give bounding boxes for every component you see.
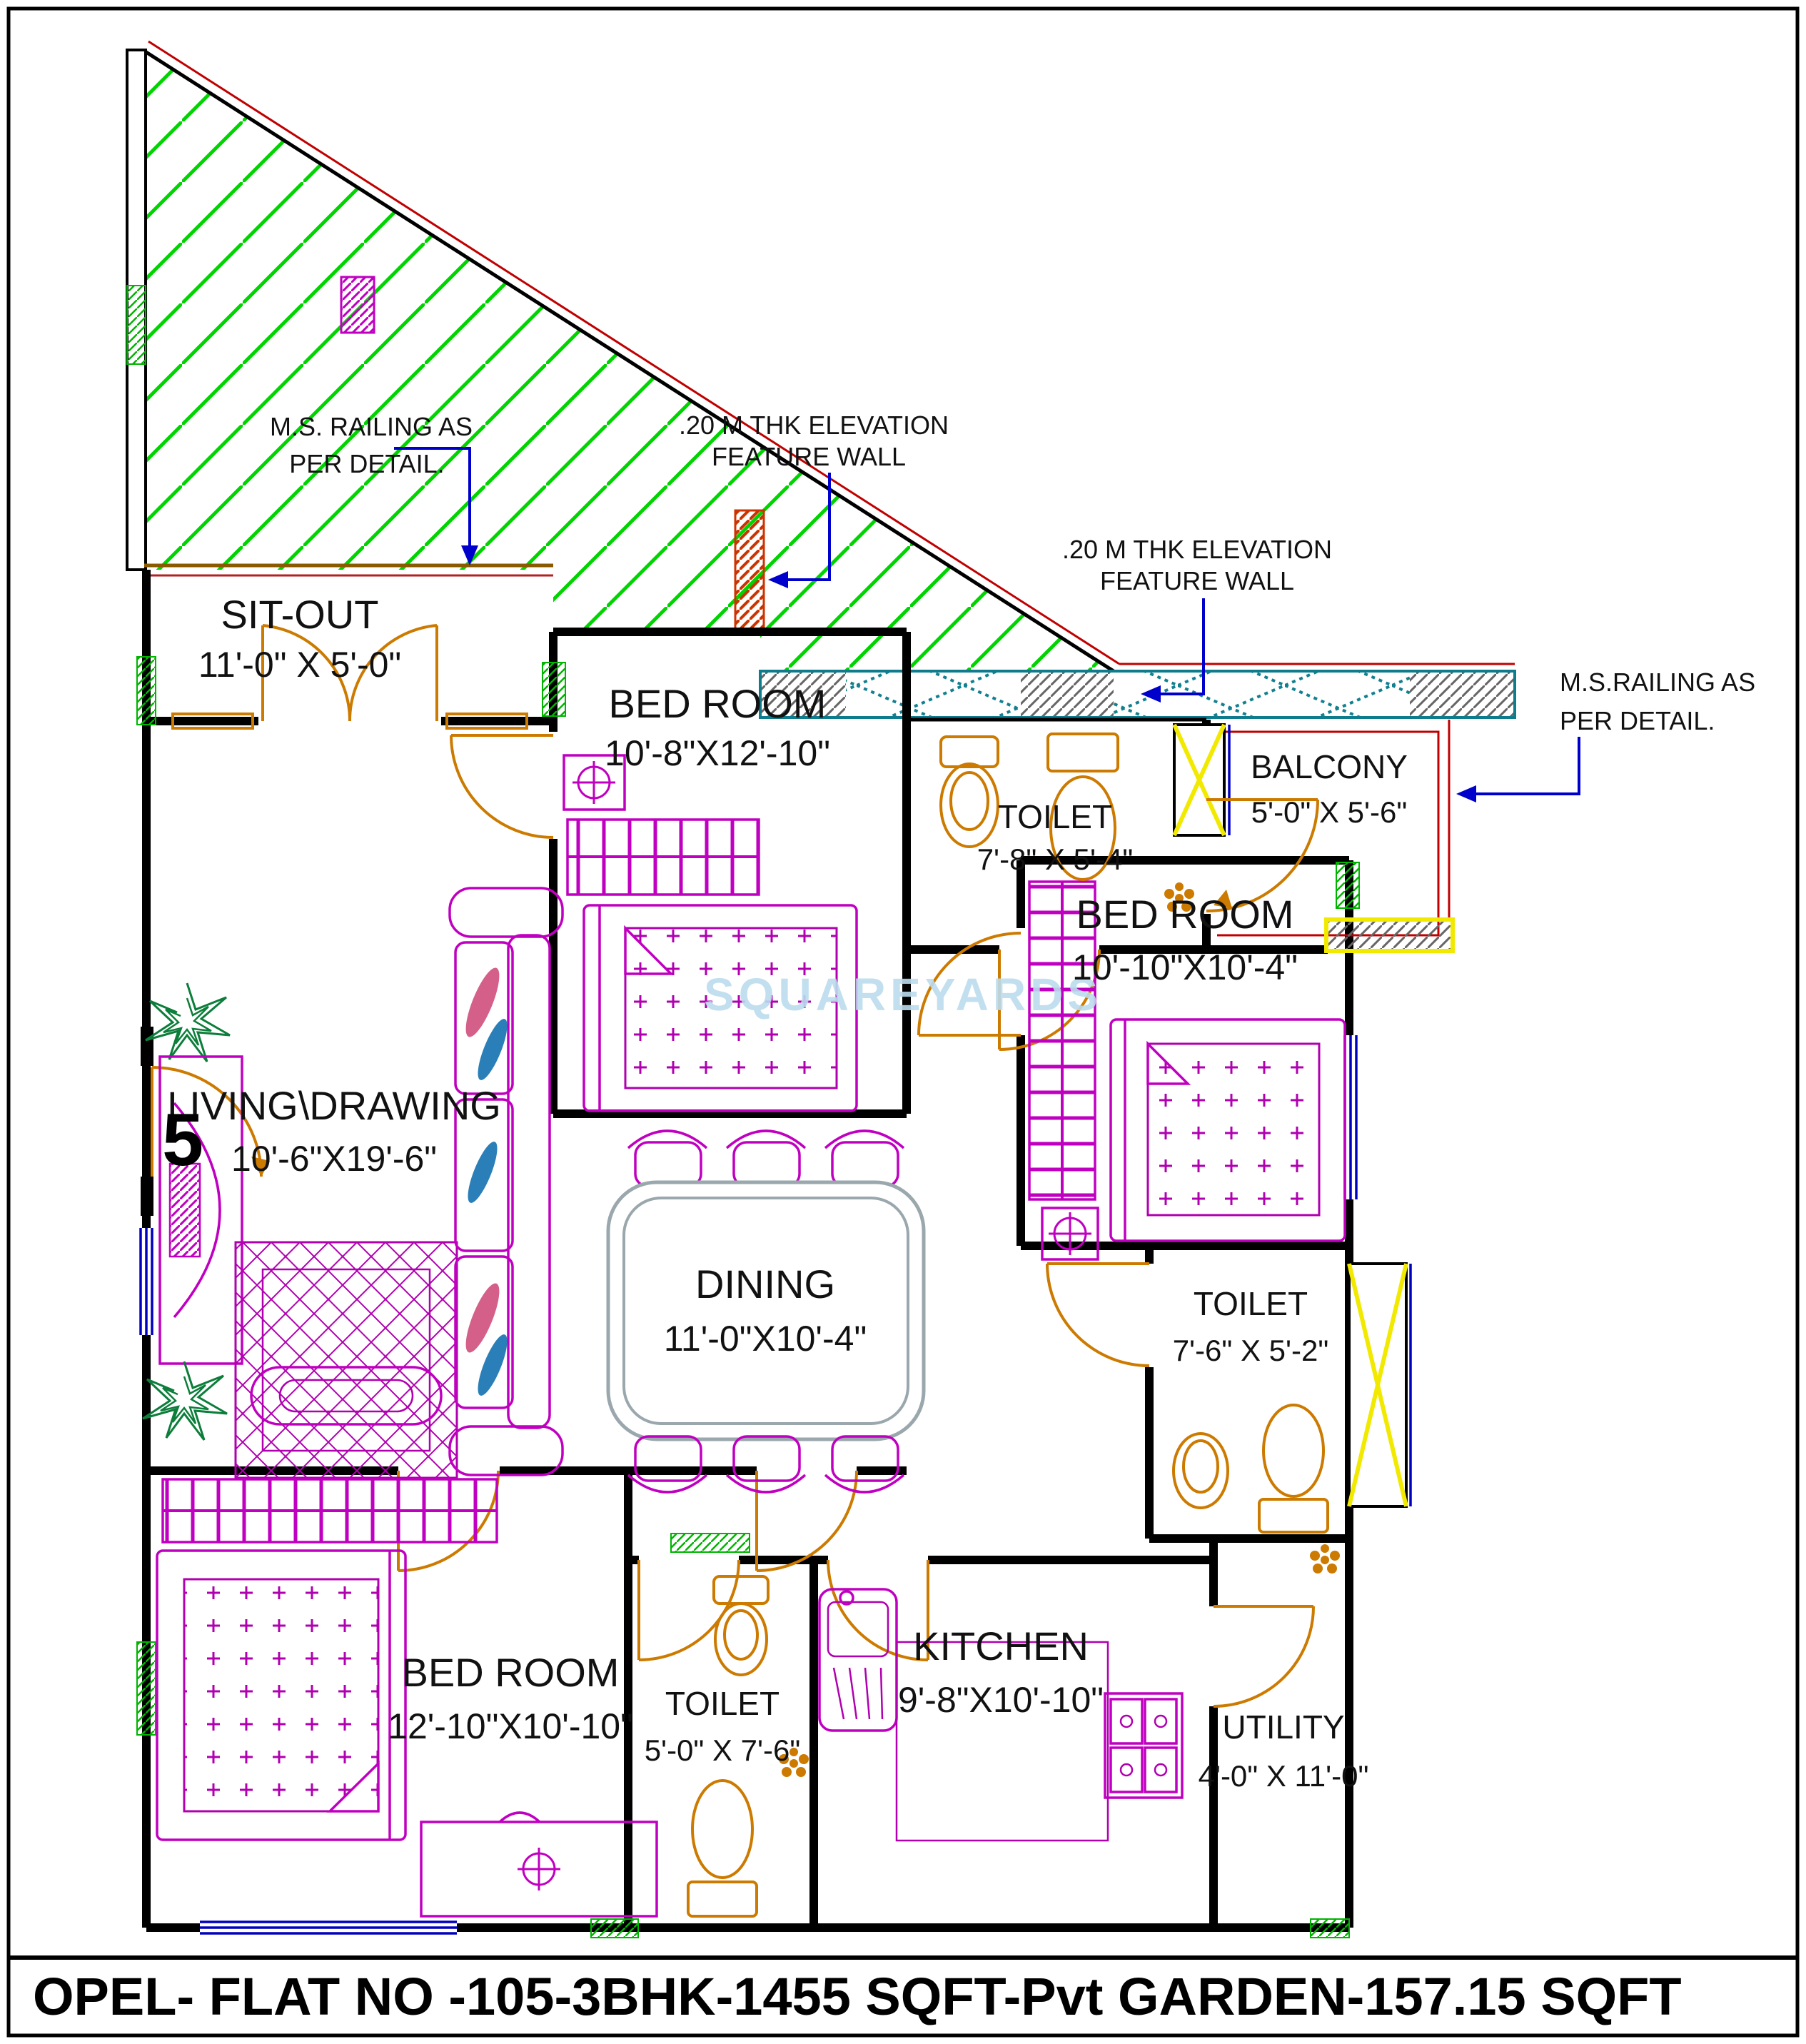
bed-bedroom3 [156,1549,407,1841]
green-vent-bottom-1 [590,1918,639,1938]
room-label-utility: UTILITY [1222,1708,1344,1746]
wardrobe-bedroom2 [1028,880,1096,1201]
room-dim-bedroom1: 10'-8"X12'-10" [605,733,830,773]
private-garden-area [126,40,1515,673]
title-text: OPEL- FLAT NO -105-3BHK-1455 SQFT-Pvt GA… [33,1967,1682,2026]
room-label-toilet1: TOILET [998,798,1112,835]
duct-shaft-1 [1172,723,1231,837]
toilet2-door [1046,1262,1150,1367]
utility-door [1213,1605,1315,1708]
kitchen-fixtures [818,1588,1184,1842]
duct-shaft-2 [1347,1262,1412,1508]
room-label-bedroom1: BED ROOM [609,681,827,726]
green-vent-bedroom2 [1336,862,1360,909]
room-label-kitchen: KITCHEN [913,1623,1089,1668]
stove-icon [1104,1692,1184,1799]
room-dim-utility: 4'-0" X 11'-0" [1199,1759,1369,1793]
room-dim-toilet1: 7'-8" X 5'-4" [977,842,1134,876]
annotation-feature-wall-right-line1: .20 M THK ELEVATION [1062,535,1332,564]
elevation-feature-column [734,509,765,635]
watermark-text: SQUAREYARDS [704,969,1102,1020]
garden-feature-marker [340,276,375,334]
annotation-railing-right-line1: M.S.RAILING AS [1560,668,1755,697]
green-vent-sitout [136,656,156,725]
wardrobe-bedroom1 [566,818,760,896]
living-furniture [141,887,564,1479]
balcony-sill-strip [1324,917,1455,953]
elevation-feature-wall-band [759,670,1516,719]
annotation-feature-wall-top-line2: FEATURE WALL [712,442,906,471]
bedroom2-furniture [1028,880,1346,1261]
annotation-railing-left-line2: PER DETAIL. [289,449,444,478]
room-dim-bedroom3: 12'-10"X10'-10" [388,1706,633,1746]
room-label-toilet2: TOILET [1194,1285,1308,1322]
window-bedroom2-right [1341,1035,1359,1199]
sitout-double-door [171,624,528,730]
bedroom3-furniture [156,1478,658,1918]
dining-table [606,1180,926,1441]
coffee-bench [250,1366,443,1426]
room-dim-sitout: 11'-0" X 5'-0" [198,645,401,685]
room-label-bedroom2: BED ROOM [1076,892,1294,937]
wardrobe-bedroom3 [161,1478,498,1544]
washbasin-icon [712,1575,770,1676]
bed-bedroom2 [1109,1018,1346,1242]
room-dim-bedroom2: 10'-10"X10'-4" [1072,947,1298,987]
room-label-dining: DINING [695,1262,835,1307]
washbasin-icon [939,735,999,848]
toilet3-door [637,1559,740,1661]
room-dim-toilet2: 7'-6" X 5'-2" [1173,1334,1329,1367]
toilet3-fixtures [687,1575,809,1918]
room-dim-toilet3: 5'-0" X 7'-6" [645,1733,801,1767]
dining-chairs-bottom [627,1435,905,1494]
washbasin-icon [1172,1432,1229,1509]
kitchen-door [827,1559,929,1661]
wc-icon [1046,732,1119,881]
green-vent-bedroom1 [542,662,566,717]
room-label-bedroom3: BED ROOM [402,1650,620,1695]
annotation-feature-wall-right-line2: FEATURE WALL [1100,566,1294,595]
toilet1-fixtures [939,732,1194,912]
green-vent-bedroom3 [136,1641,156,1736]
garden-wall-window [126,285,146,365]
toilet2-fixtures [1172,1404,1340,1574]
bed-bedroom1 [582,904,858,1112]
doors [141,624,1319,1708]
wc-icon [1258,1404,1329,1534]
annotation-railing-left-line1: M.S. RAILING AS [270,412,473,441]
living-rug [234,1241,458,1479]
room-label-balcony: BALCONY [1251,748,1408,785]
annotation-feature-wall-top-line1: .20 M THK ELEVATION [679,411,949,440]
tv-console [158,1055,243,1365]
dining-furniture [606,1129,926,1494]
green-vent-passage [670,1533,750,1553]
room-dim-dining: 11'-0"X10'-4" [664,1319,867,1359]
windows [136,656,1360,1938]
bedroom1-door [450,734,554,839]
room-label-living: LIVING\DRAWING [167,1083,501,1128]
leader-lines [394,447,1580,802]
balcony-door [1206,798,1319,912]
tv-console-bedroom3 [420,1811,658,1918]
bedroom2-door [917,932,1021,1037]
window-living-left [136,1228,156,1335]
room-label-sitout: SIT-OUT [221,592,379,637]
room-labels: SIT-OUT 11'-0" X 5'-0" BED ROOM 10'-8"X1… [167,592,1408,1793]
wc-icon [687,1779,758,1918]
flat-number-label: 5 [162,1099,203,1182]
room-label-toilet3: TOILET [665,1685,780,1722]
sofa [448,887,564,1476]
room-dim-balcony: 5'-0" X 5'-6" [1251,795,1408,829]
room-dim-kitchen: 9'-8"X10'-10" [898,1680,1104,1720]
window-bedroom3-bottom [200,1919,457,1938]
bedroom1-furniture [563,754,858,1112]
green-vent-bottom-2 [1310,1918,1350,1938]
room-dim-living: 10'-6"X19'-6" [231,1139,437,1179]
annotation-railing-right-line2: PER DETAIL. [1560,706,1715,735]
